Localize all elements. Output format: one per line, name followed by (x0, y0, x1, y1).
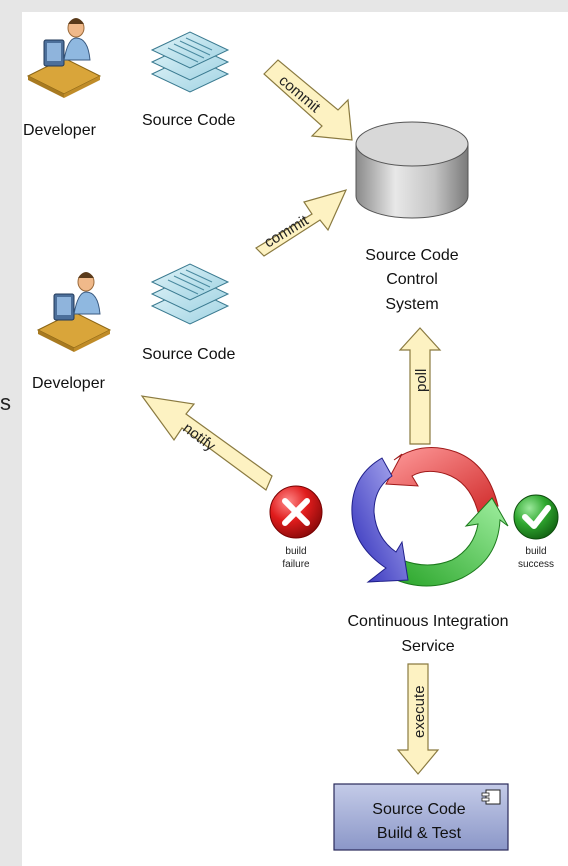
commit-arrow-bottom: commit (255, 189, 348, 257)
poll-arrow: poll (398, 327, 442, 445)
diagram-canvas: Developer Source Code commit Source Code… (22, 12, 568, 866)
build-success-icon (513, 494, 559, 540)
build-box-label-line2: Build & Test (377, 825, 462, 842)
document-stack-icon (150, 31, 230, 93)
commit-label-bottom: commit (261, 212, 312, 252)
scc-label-line3: System (385, 296, 438, 313)
ci-label-line1: Continuous Integration (348, 613, 509, 630)
build-test-box (333, 783, 509, 851)
execute-arrow: execute (396, 663, 440, 775)
build-failure-label-line1: build (285, 546, 306, 557)
source-code-label-top: Source Code (142, 112, 235, 129)
left-edge-glyph: s (0, 390, 11, 415)
developer-icon (26, 18, 102, 98)
build-failure-icon (269, 485, 323, 539)
build-failure-label-line2: failure (282, 559, 310, 570)
source-code-label-bottom: Source Code (142, 346, 235, 363)
build-success-label-line2: success (518, 559, 554, 570)
poll-label: poll (413, 369, 430, 392)
database-cylinder-icon (355, 121, 469, 219)
ci-diagram: Developer Source Code commit Source Code… (23, 18, 559, 851)
execute-label: execute (411, 685, 428, 738)
notify-arrow: notify (140, 395, 273, 491)
document-stack-icon (150, 263, 230, 325)
commit-arrow-top: commit (263, 59, 353, 141)
build-box-label-line1: Source Code (372, 801, 465, 818)
ci-cycle-icon (351, 447, 509, 587)
component-icon (481, 789, 501, 805)
developer-icon (36, 272, 112, 352)
developer-label-bottom: Developer (32, 375, 106, 392)
build-success-label-line1: build (525, 546, 546, 557)
developer-label-top: Developer (23, 122, 97, 139)
scc-label-line1: Source Code (365, 247, 458, 264)
scc-label-line2: Control (386, 271, 438, 288)
ci-label-line2: Service (401, 638, 454, 655)
